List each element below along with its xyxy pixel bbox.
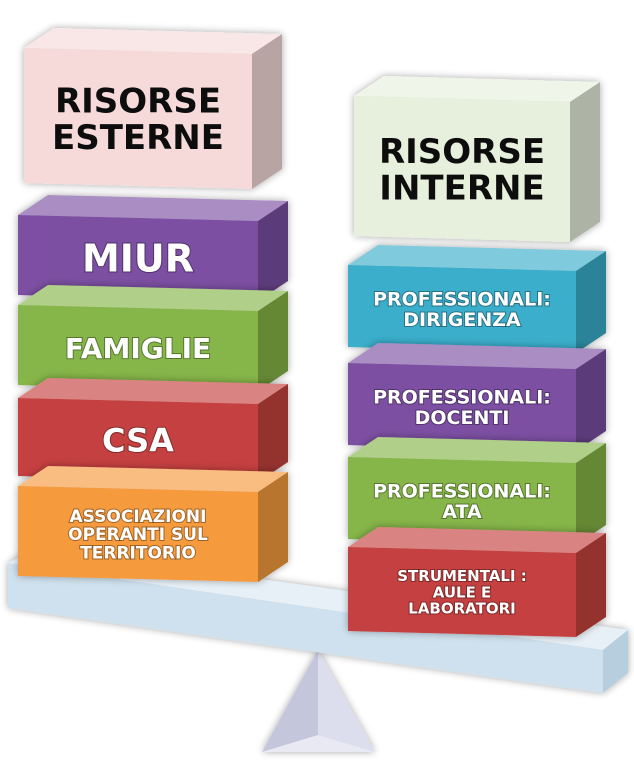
left-block-1: MIUR [18, 195, 288, 301]
right-block-1-label-line-2: DIRIGENZA [403, 309, 521, 331]
right-block-1: PROFESSIONALI:DIRIGENZA [348, 245, 606, 353]
left-block-3: CSA [18, 378, 288, 482]
right-block-4-label-line-1: STRUMENTALI : [397, 567, 527, 585]
left-block-4-label-line-3: TERRITORIO [80, 543, 196, 563]
right-block-3-label-line-2: ATA [442, 501, 482, 523]
left-block-4-label-line-2: OPERANTI SUL [68, 525, 208, 545]
right-block-2-label-line-2: DOCENTI [415, 407, 510, 429]
right-header-title-line-1: RISORSE [379, 132, 545, 172]
right-block-2: PROFESSIONALI:DOCENTI [348, 343, 606, 451]
right-stack-internal-resources: RISORSEINTERNEPROFESSIONALI:DIRIGENZAPRO… [348, 76, 606, 637]
right-block-4-label-line-2: AULE E [433, 583, 492, 601]
left-header-title-line-2: ESTERNE [52, 118, 224, 158]
left-block-2-label-line-1: FAMIGLIE [65, 332, 211, 365]
right-block-3-label-line-1: PROFESSIONALI: [373, 481, 551, 503]
left-header-title-line-1: RISORSE [55, 81, 221, 121]
fulcrum [262, 650, 375, 752]
right-header-title-line-2: INTERNE [379, 169, 544, 209]
left-block-3-label-line-1: CSA [102, 422, 174, 460]
right-block-2-label-line-1: PROFESSIONALI: [373, 387, 551, 409]
left-block-4-label-line-1: ASSOCIAZIONI [70, 507, 207, 527]
left-block-1-label-line-1: MIUR [82, 237, 194, 281]
right-block-4-label-line-3: LABORATORI [408, 600, 515, 618]
right-block-1-label-line-1: PROFESSIONALI: [373, 289, 551, 311]
right-block-3: PROFESSIONALI:ATA [348, 437, 606, 545]
left-block-2: FAMIGLIE [18, 285, 288, 391]
